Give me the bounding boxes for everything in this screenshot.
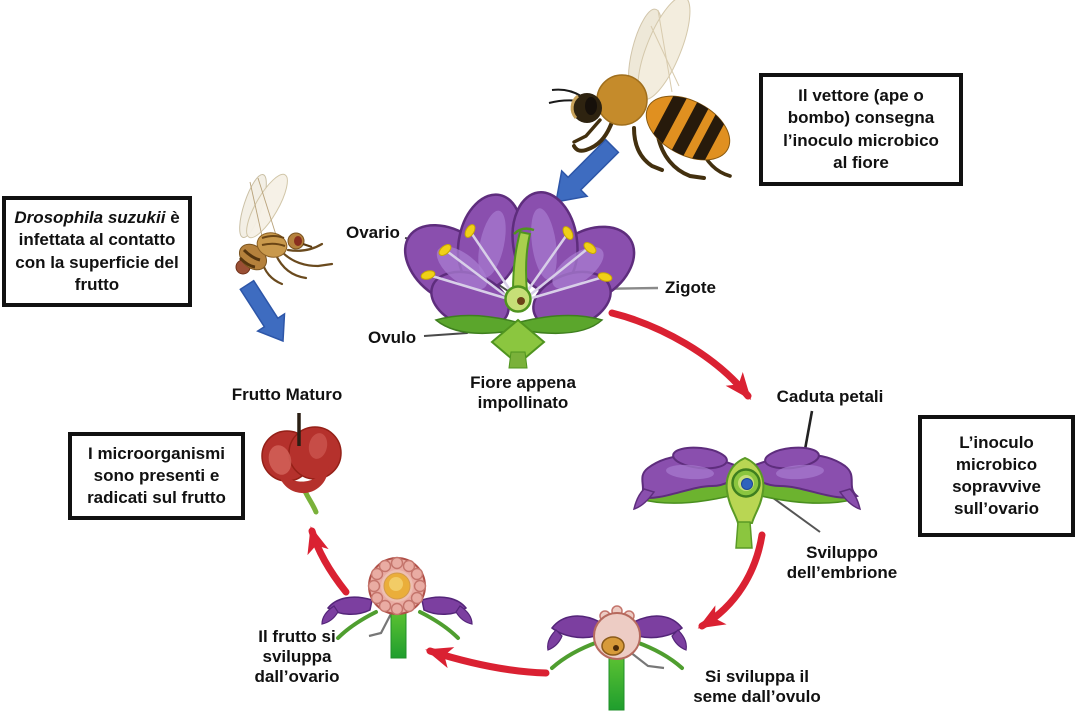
red-arrow-flower-to-petal-fall	[608, 309, 752, 400]
callout-drosophila-infected: Drosophila suzukii è infettata al contat…	[2, 196, 192, 307]
callout-vector-delivers-inoculum: Il vettore (ape o bombo) consegna l’inoc…	[759, 73, 963, 186]
label-sviluppo-embrione: Sviluppo dell’embrione	[786, 543, 898, 583]
label-frutto-si-sviluppa: Il frutto si sviluppa dall’ovario	[254, 627, 340, 687]
red-arrow-fruit-to-mature	[307, 526, 350, 596]
red-arrow-seed-to-fruit	[425, 647, 550, 677]
blue-arrow-bee-to-flower	[555, 138, 620, 203]
pollinated-flower-illustration	[403, 191, 636, 369]
label-zigote: Zigote	[665, 278, 716, 297]
seed-developing-flower-illustration	[547, 605, 687, 711]
label-ovario: Ovario	[346, 223, 400, 242]
red-arrow-petal-fall-to-seed	[697, 531, 766, 630]
label-caduta-petali: Caduta petali	[776, 387, 884, 406]
callout-microorganisms-rooted: I microorganismi sono presenti e radicat…	[68, 432, 245, 520]
petal-fall-flower-illustration	[632, 446, 862, 549]
label-fiore-appena-impollinato: Fiore appena impollinato	[470, 373, 576, 413]
callout-vector-text: Il vettore (ape o bombo) consegna l’inoc…	[783, 86, 939, 172]
fruit-developing-flower-illustration	[321, 556, 473, 659]
blue-arrow-fly-to-fruit	[239, 279, 286, 343]
callout-inoculum-text: L’inoculo microbico sopravvive sull’ovar…	[952, 432, 1041, 519]
label-ovulo: Ovulo	[368, 328, 417, 347]
callout-microorganisms-text: I microorganismi sono presenti e radicat…	[87, 443, 226, 508]
callout-drosophila-text: Drosophila suzukii è infettata al contat…	[14, 207, 179, 295]
callout-drosophila-rest: è infettata al contatto con la superfici…	[15, 208, 180, 294]
species-name: Drosophila suzukii	[14, 208, 166, 228]
callout-inoculum-survives: L’inoculo microbico sopravvive sull’ovar…	[918, 415, 1075, 537]
honeybee-illustration	[548, 0, 734, 180]
label-si-sviluppa-seme: Si sviluppa il seme dall’ovulo	[693, 667, 821, 707]
drosophila-suzukii-illustration	[235, 173, 334, 286]
mature-fruit-illustration	[261, 413, 342, 515]
label-frutto-maturo: Frutto Maturo	[231, 385, 343, 404]
frutto-pointer-line	[368, 605, 396, 638]
